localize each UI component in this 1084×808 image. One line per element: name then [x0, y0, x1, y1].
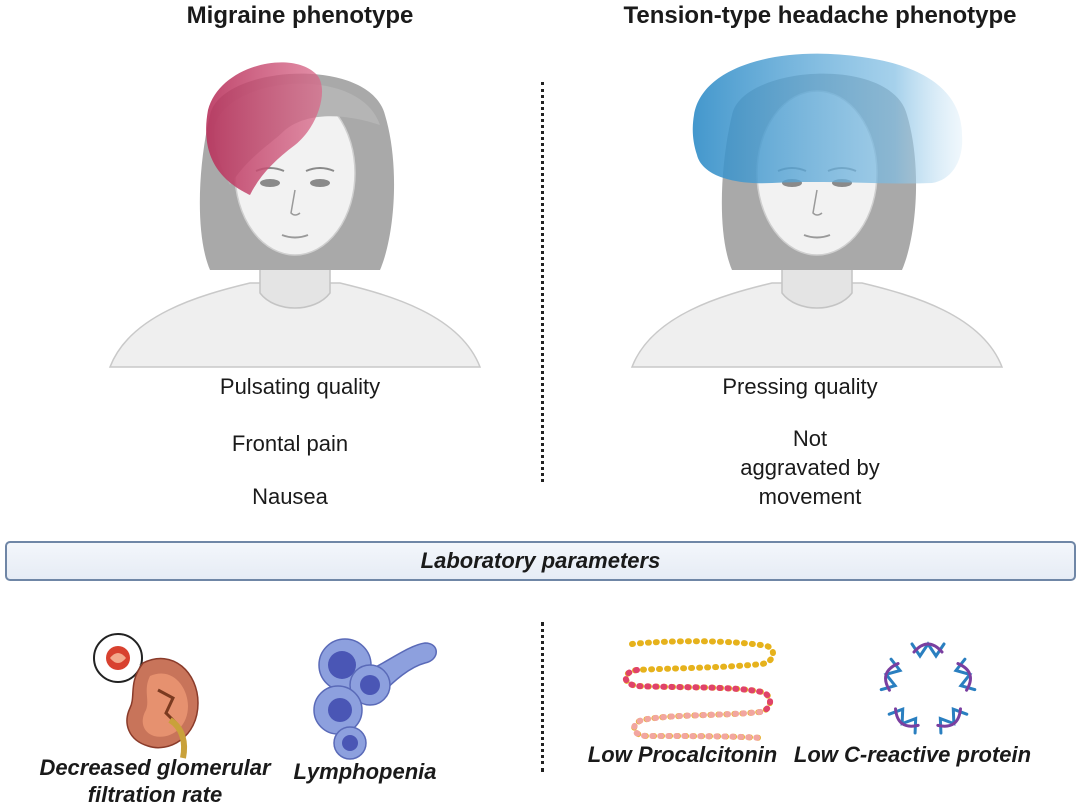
lab-label-gfr-line2: filtration rate: [87, 782, 223, 807]
tension-feature-movement: movement: [758, 484, 862, 509]
lab-label-crp: Low C-reactive protein: [793, 742, 1032, 767]
tension-feature-aggravated: aggravated by: [740, 455, 880, 480]
tension-feature-not: Not: [792, 426, 828, 451]
tension-head-illustration: [630, 53, 1004, 368]
procalcitonin-chain-icon: [622, 638, 776, 741]
bottom-divider: [541, 622, 544, 772]
tension-title: Tension-type headache phenotype: [623, 2, 1017, 29]
tension-pain-region: [692, 53, 963, 184]
laboratory-parameters-bar: Laboratory parameters: [5, 541, 1076, 581]
migraine-feature-pulsating: Pulsating quality: [219, 374, 381, 399]
lab-label-lymphopenia: Lymphopenia: [293, 759, 437, 784]
migraine-head-illustration: [108, 62, 482, 368]
migraine-feature-nausea: Nausea: [252, 484, 328, 509]
crp-protein-icon: [879, 641, 977, 735]
laboratory-parameters-label: Laboratory parameters: [420, 548, 661, 573]
top-divider: [541, 82, 544, 482]
kidney-icon: [93, 633, 199, 759]
migraine-title: Migraine phenotype: [186, 2, 414, 29]
lab-label-gfr-line1: Decreased glomerular: [39, 755, 271, 780]
lab-label-gfr: Decreased glomerular filtration rate: [20, 754, 290, 808]
migraine-pain-region: [206, 62, 323, 196]
migraine-feature-frontal: Frontal pain: [231, 431, 349, 456]
lab-label-procalcitonin: Low Procalcitonin: [587, 742, 778, 767]
tension-feature-pressing: Pressing quality: [722, 374, 878, 399]
lymphocytes-icon: [313, 638, 437, 760]
